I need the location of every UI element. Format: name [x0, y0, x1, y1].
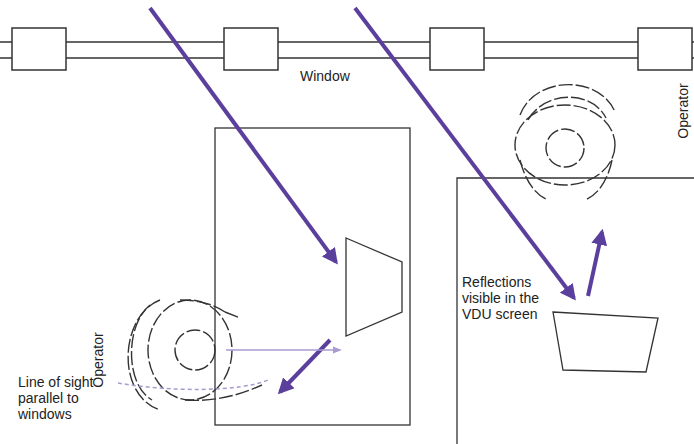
- window-label: Window: [300, 68, 370, 84]
- note-label: Line of sight parallel to windows: [18, 374, 118, 422]
- operator-figure: [128, 300, 262, 410]
- line-of-sight-arrow: [226, 349, 340, 351]
- vdu-screen: [346, 238, 402, 336]
- operator-figure: [515, 85, 615, 200]
- operator-label: Operator: [675, 71, 691, 151]
- leader-line: [118, 380, 268, 389]
- note-label: Reflections visible in the VDU screen: [462, 274, 552, 322]
- light-ray: [150, 8, 602, 392]
- vdu-screen: [553, 312, 658, 372]
- right-desk: [457, 178, 694, 444]
- left-desk: [215, 128, 410, 425]
- window-wall: [0, 28, 694, 70]
